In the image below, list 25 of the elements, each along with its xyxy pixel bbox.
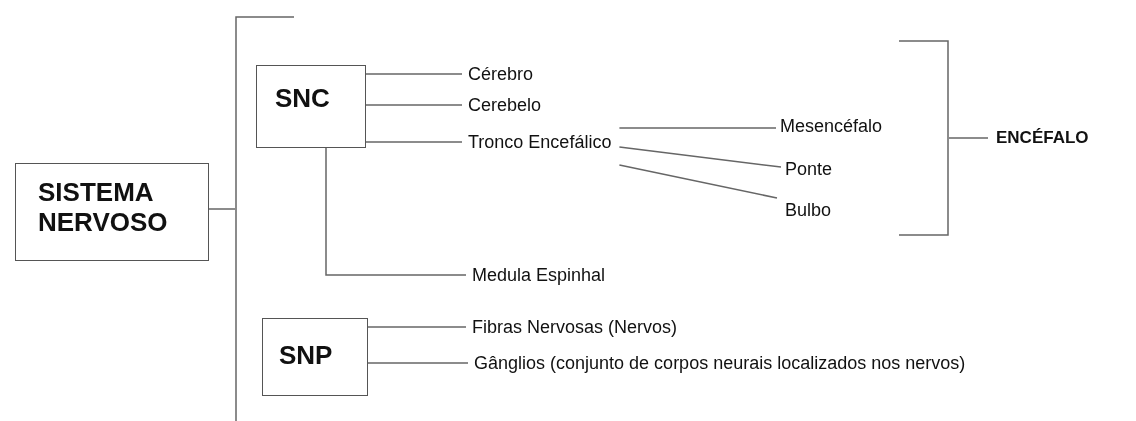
concept-label: Cerebelo [468,95,542,115]
concept-box: SISTEMA NERVOSO [15,163,209,261]
connector-line [367,326,467,328]
bracket [899,40,949,236]
concept-label: Gânglios (conjunto de corpos neurais localizados nos nervos) [474,353,966,373]
concept-box: SNC [256,65,366,148]
connector-line [618,164,778,199]
connector-line [365,73,463,75]
concept-box: SNP [262,318,368,396]
connector-line [618,127,777,129]
concept-label: ENCÉFALO [996,128,1089,148]
connector-line [208,208,236,210]
connector-line [365,104,463,106]
concept-label: Bulbo [785,200,832,220]
connector-line [618,146,782,168]
connector-line [365,141,463,143]
concept-label: Medula Espinhal [472,265,606,285]
concept-label: Tronco Encefálico [468,132,612,152]
concept-label: Fibras Nervosas (Nervos) [472,317,678,337]
connector-line [367,362,469,364]
concept-label: Mesencéfalo [780,116,883,136]
concept-label: Cérebro [468,64,534,84]
connector-line [325,147,467,276]
connector-line [948,137,989,139]
concept-label: Ponte [785,159,833,179]
